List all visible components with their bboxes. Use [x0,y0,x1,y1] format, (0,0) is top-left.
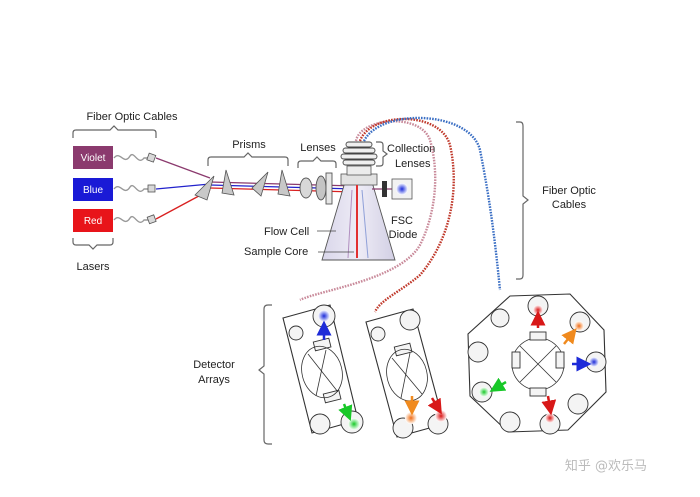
fiber-connectors [146,152,157,225]
laser-violet [73,146,113,169]
laser-red [73,209,113,232]
fiber-optic-cables-top-label: Fiber Optic Cables [86,111,178,123]
flow-cell-label: Flow Cell [264,226,309,238]
fsc-label-line2: Diode [389,229,418,241]
collection-lenses-bracket [376,141,388,167]
fsc-label-line1: FSC [391,215,413,227]
lenses-label: Lenses [300,142,336,154]
laser-red-label: Red [84,216,102,227]
fsc-diode [372,178,413,200]
fiber-right-bracket [516,121,529,280]
collection-lenses-label-line1: Collection [387,143,435,155]
lasers-bracket [72,238,114,250]
collection-fiber-cables [299,116,502,313]
lenses-bracket [297,156,337,168]
detector-arrays-label-line2: Arrays [198,374,230,386]
prisms-label: Prisms [232,139,266,151]
prisms [194,169,291,201]
lasers-label: Lasers [76,261,110,273]
collection-lenses-label-line2: Lenses [395,158,431,170]
detector-arrays-label-line1: Detector [193,359,235,371]
fiber-optic-cables-right-label-line1: Fiber Optic [542,185,596,197]
laser-violet-label: Violet [81,153,106,164]
sample-core-label: Sample Core [244,246,308,258]
laser-fiber-cables [113,153,150,223]
fiber-optic-cables-right-label-line2: Cables [552,199,587,211]
lenses [299,172,333,205]
detector-array-violet [282,304,364,435]
prisms-bracket [207,152,289,166]
flow-cell [321,165,396,261]
detector-arrays-bracket [258,304,272,445]
detector-array-red [365,308,449,439]
detector-array-blue [467,293,607,435]
collection-lenses [340,141,378,166]
laser-blue-label: Blue [83,185,103,196]
fiber-top-bracket [72,125,157,138]
laser-group: Violet Blue Red [73,146,113,232]
laser-blue [73,178,113,201]
watermark: 知乎 @欢乐马 [565,458,647,474]
